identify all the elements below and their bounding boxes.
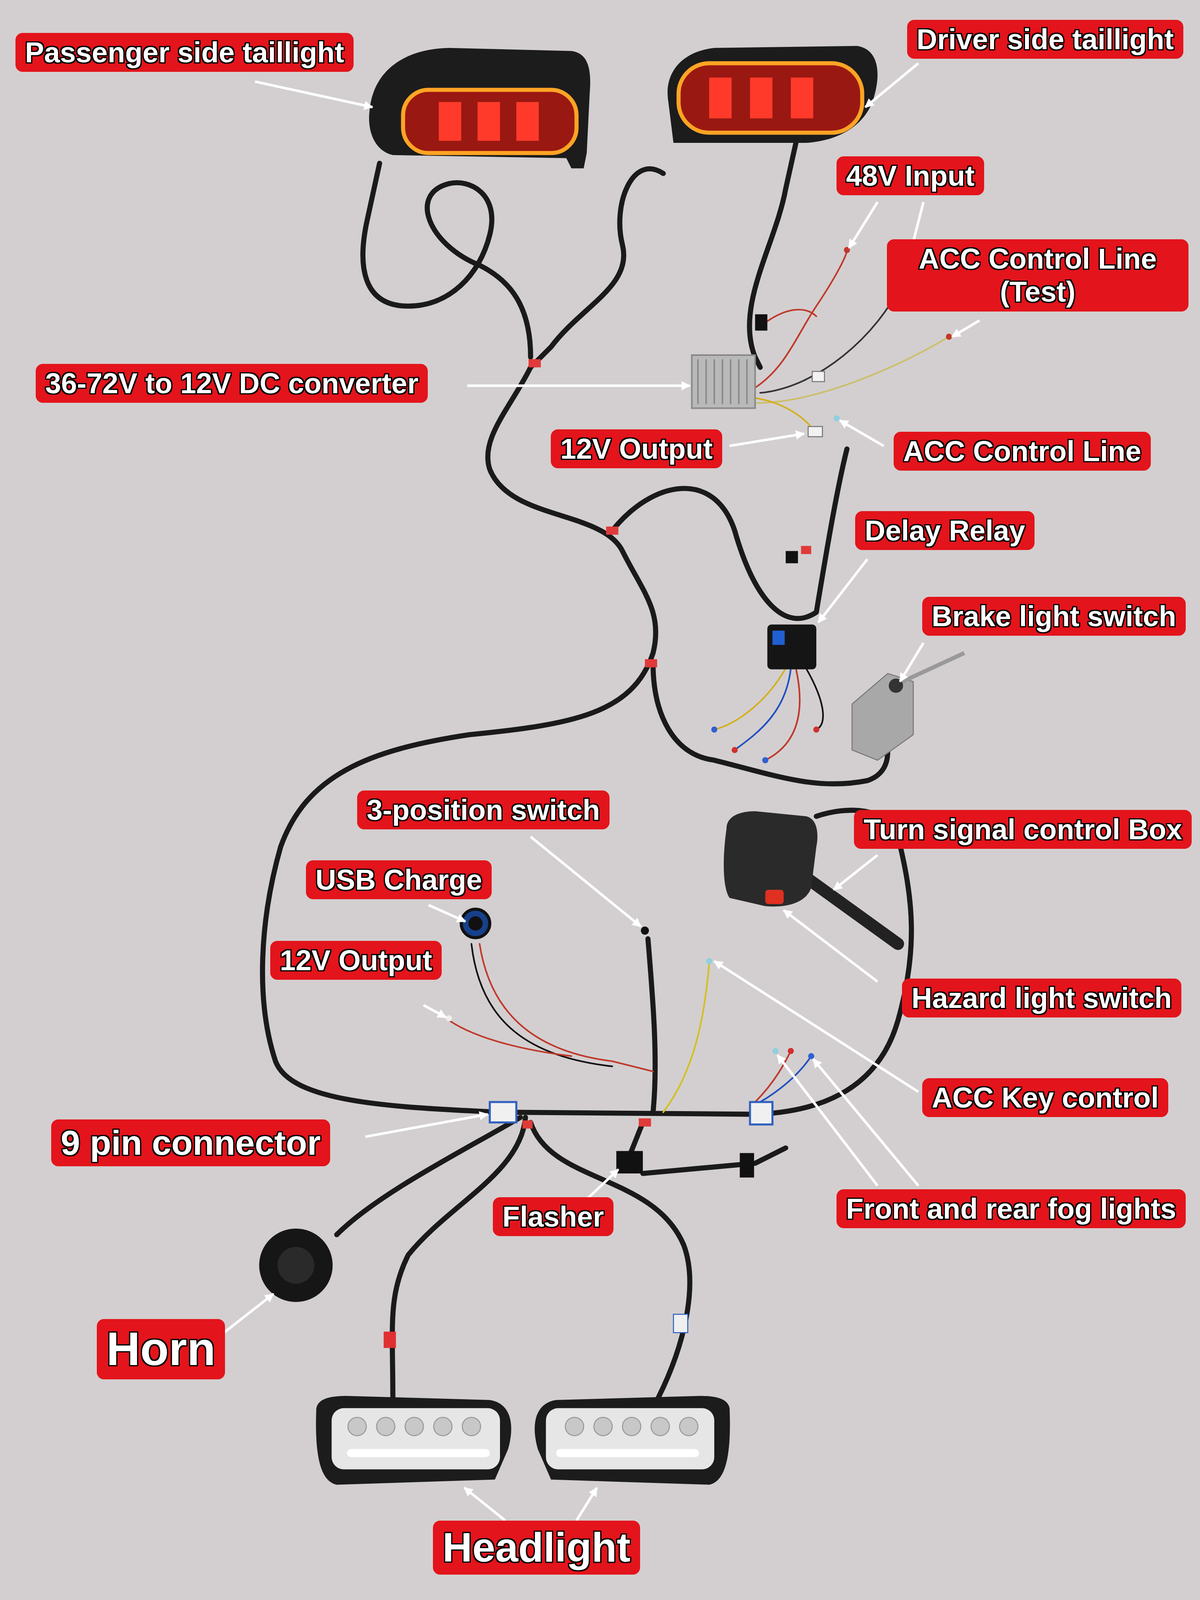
label-text: Brake light switch — [931, 600, 1177, 633]
label-text: ACC Control Line — [903, 434, 1142, 468]
label-text: USB Charge — [315, 863, 483, 897]
callout-label: 3-position switch — [357, 790, 610, 830]
label-text: Front and rear fog lights — [846, 1192, 1177, 1226]
label-text: 12V Output — [279, 944, 433, 977]
callout-label: 9 pin connector — [51, 1119, 331, 1166]
headlights — [315, 1396, 730, 1485]
callout-label: Front and rear fog lights — [836, 1189, 1186, 1229]
delay-relay — [711, 551, 820, 764]
passenger-taillight — [369, 48, 591, 169]
harness-wires — [262, 142, 912, 1399]
horn — [259, 1228, 333, 1302]
label-text: 3-position switch — [366, 793, 600, 827]
callout-label: Horn — [96, 1319, 225, 1380]
callout-label: USB Charge — [305, 860, 492, 900]
label-text: 36-72V to 12V DC converter — [45, 367, 419, 400]
label-text: Delay Relay — [864, 514, 1025, 548]
label-text: 12V Output — [560, 432, 713, 466]
callout-label: Flasher — [492, 1197, 614, 1237]
callout-label: Turn signal control Box — [853, 809, 1192, 850]
label-text: Hazard light switch — [911, 981, 1172, 1015]
leader-arrows — [212, 63, 980, 1521]
label-text: Passenger side taillight — [25, 36, 345, 70]
label-text: 9 pin connector — [60, 1122, 321, 1163]
connectors — [383, 1048, 815, 1349]
label-text: ACC Key control — [931, 1081, 1159, 1115]
usb-charger — [446, 909, 713, 1022]
label-text: Driver side taillight — [916, 23, 1174, 56]
callout-label: 48V Input — [836, 156, 985, 196]
callout-label: Brake light switch — [922, 596, 1186, 637]
signal-wires — [448, 250, 949, 1113]
callout-label: ACC Control Line (Test) — [886, 239, 1189, 312]
callout-label: ACC Control Line — [893, 431, 1151, 472]
driver-taillight — [667, 46, 878, 143]
callout-label: Passenger side taillight — [15, 32, 354, 73]
callout-label: 36-72V to 12V DC converter — [35, 363, 428, 404]
callout-label: Driver side taillight — [907, 19, 1184, 60]
callout-label: ACC Key control — [922, 1078, 1169, 1118]
label-text: Flasher — [502, 1200, 604, 1234]
label-text: Headlight — [442, 1523, 631, 1572]
callout-label: Delay Relay — [855, 511, 1035, 551]
label-text: Horn — [106, 1322, 216, 1377]
callout-label: 12V Output — [550, 429, 723, 469]
label-text: 48V Input — [846, 159, 975, 193]
label-text: Turn signal control Box — [863, 813, 1183, 847]
callout-label: Hazard light switch — [901, 978, 1182, 1018]
label-text: ACC Control Line (Test) — [896, 242, 1179, 309]
tape-marks — [522, 359, 812, 1129]
callout-label: Headlight — [432, 1520, 641, 1575]
callout-label: 12V Output — [270, 940, 442, 981]
